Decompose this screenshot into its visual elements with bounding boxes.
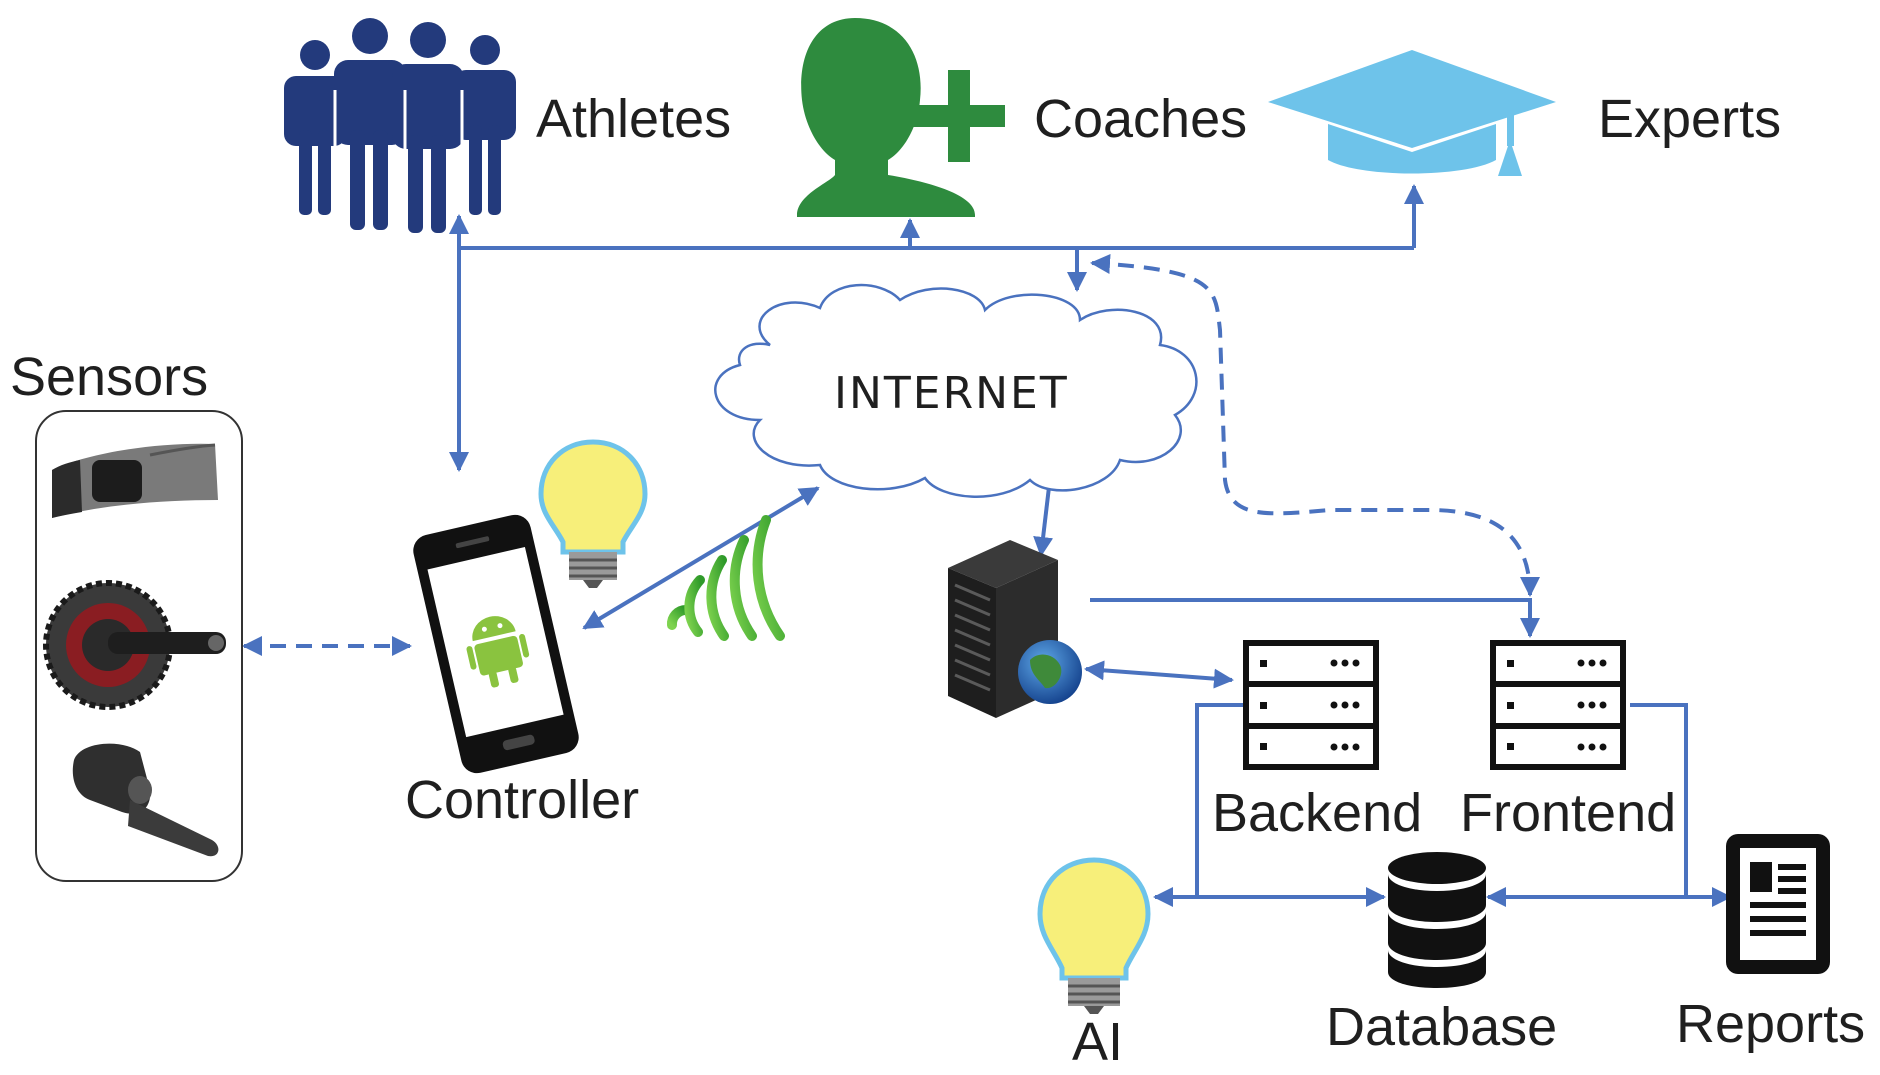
internet-frontend-dashed-link [1090,254,1540,597]
server-rack-icon [1490,640,1626,770]
web-server-icon [948,540,1082,718]
people-group-icon [284,18,516,233]
reports-label: Reports [1676,994,1865,1054]
power-meter-crank-icon [43,580,226,710]
frontend-label: Frontend [1460,783,1676,843]
internet-label: INTERNET [834,368,1069,419]
backend-label: Backend [1212,783,1422,843]
heart-rate-strap-icon [52,443,218,518]
ai-label: AI [1072,1012,1123,1072]
server-frontend-link [1090,598,1540,638]
controller-internet-link [582,486,820,630]
coaches-label: Coaches [1034,89,1247,149]
lightbulb-icon [1037,857,1151,1014]
graduation-cap-icon [1268,50,1556,176]
speed-cadence-sensor-icon [72,743,219,857]
backend-bottom-link [1195,703,1244,897]
frontend-bottom-link [1630,703,1688,897]
person-add-icon [797,18,1005,217]
wifi-signal-icon [667,515,785,641]
report-document-icon [1726,834,1830,974]
athletes-label: Athletes [536,89,731,149]
experts-label: Experts [1598,89,1781,149]
android-phone-icon [413,514,579,774]
connectors [242,184,1732,907]
database-icon [1388,852,1486,988]
sensors-label: Sensors [10,347,208,407]
controller-label: Controller [405,770,639,830]
lightbulb-icon [538,439,648,588]
database-label: Database [1326,997,1557,1057]
server-backend-link [1084,660,1234,689]
internet-cloud [714,283,1198,498]
server-rack-icon [1243,640,1379,770]
